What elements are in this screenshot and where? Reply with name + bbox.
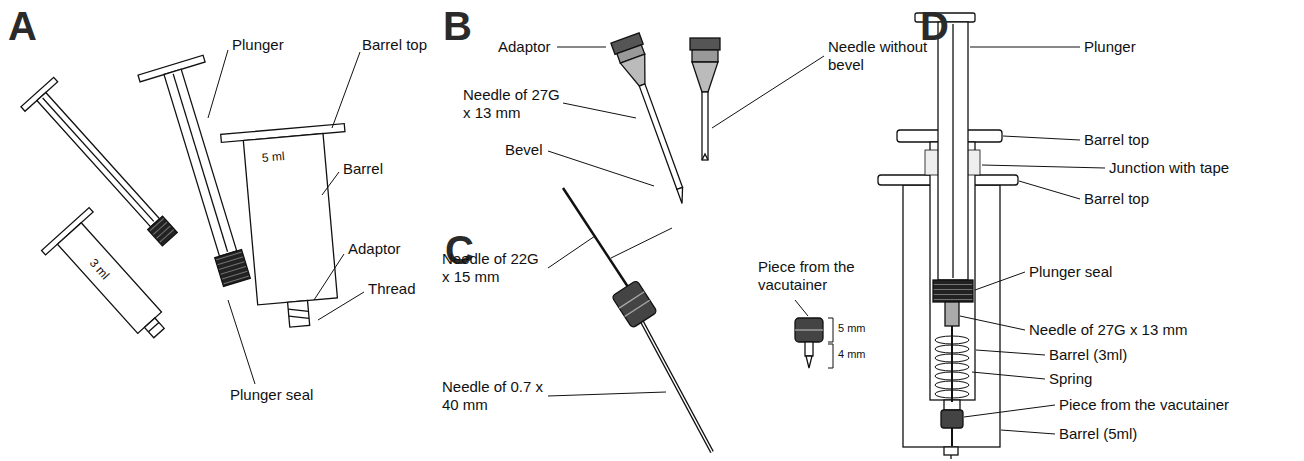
barrel-3ml [42,208,183,355]
part-label: Barrel top [362,36,427,54]
spring-coil [935,336,969,344]
part-label: 5 ml [261,149,285,165]
part-label: Piece from the vacutainer [758,258,908,294]
part-label: Adaptor [498,38,551,56]
spring-coil [935,345,969,353]
part-label: Plunger seal [1029,263,1112,281]
leader-lines [548,47,824,186]
part-label: Thread [368,280,416,298]
dimension-brackets [828,318,833,368]
needle-bevel [611,33,699,208]
panel-letter: A [8,2,37,50]
part-label: Barrel (3ml) [1049,346,1127,364]
part-label: Bevel [505,141,543,159]
part-label: Barrel (5ml) [1059,425,1137,443]
part-label: Piece from the vacutainer [1059,396,1229,414]
part-label: Needle of 0.7 x 40 mm [442,378,547,414]
panel-letter: D [920,2,949,50]
part-label: Spring [1049,370,1092,388]
part-label: Needle of 27G x 13 mm [1029,321,1187,339]
part-label: Adaptor [348,240,401,258]
part-label: Barrel top [1084,190,1149,208]
needle-assembly [563,188,712,452]
part-label: Barrel [343,160,383,178]
spring-coil [935,354,969,362]
spring-coil [935,363,969,371]
part-label: Junction with tape [1109,159,1229,177]
spring-coil [935,372,969,380]
part-label: Needle of 27G x 13 mm [463,86,563,122]
spring [935,336,969,398]
part-label: Plunger [232,36,284,54]
needle-flat [690,38,720,160]
plunger-small [21,77,186,254]
part-label: 5 mm [838,322,866,335]
spring-coil [935,381,969,389]
assembled-device [878,13,1018,459]
panel-letter: B [443,2,472,50]
vacutainer-piece [795,318,823,368]
leader-lines [208,50,364,384]
spring-coil [935,390,969,398]
part-label: Plunger [1084,38,1136,56]
leader-lines [548,228,808,396]
part-label: 4 mm [838,348,866,361]
part-label: Barrel top [1084,131,1149,149]
part-label: Plunger seal [230,386,313,404]
part-label: Needle of 22G x 15 mm [442,250,547,286]
barrel-5ml [221,124,362,332]
leader-lines [960,47,1105,434]
